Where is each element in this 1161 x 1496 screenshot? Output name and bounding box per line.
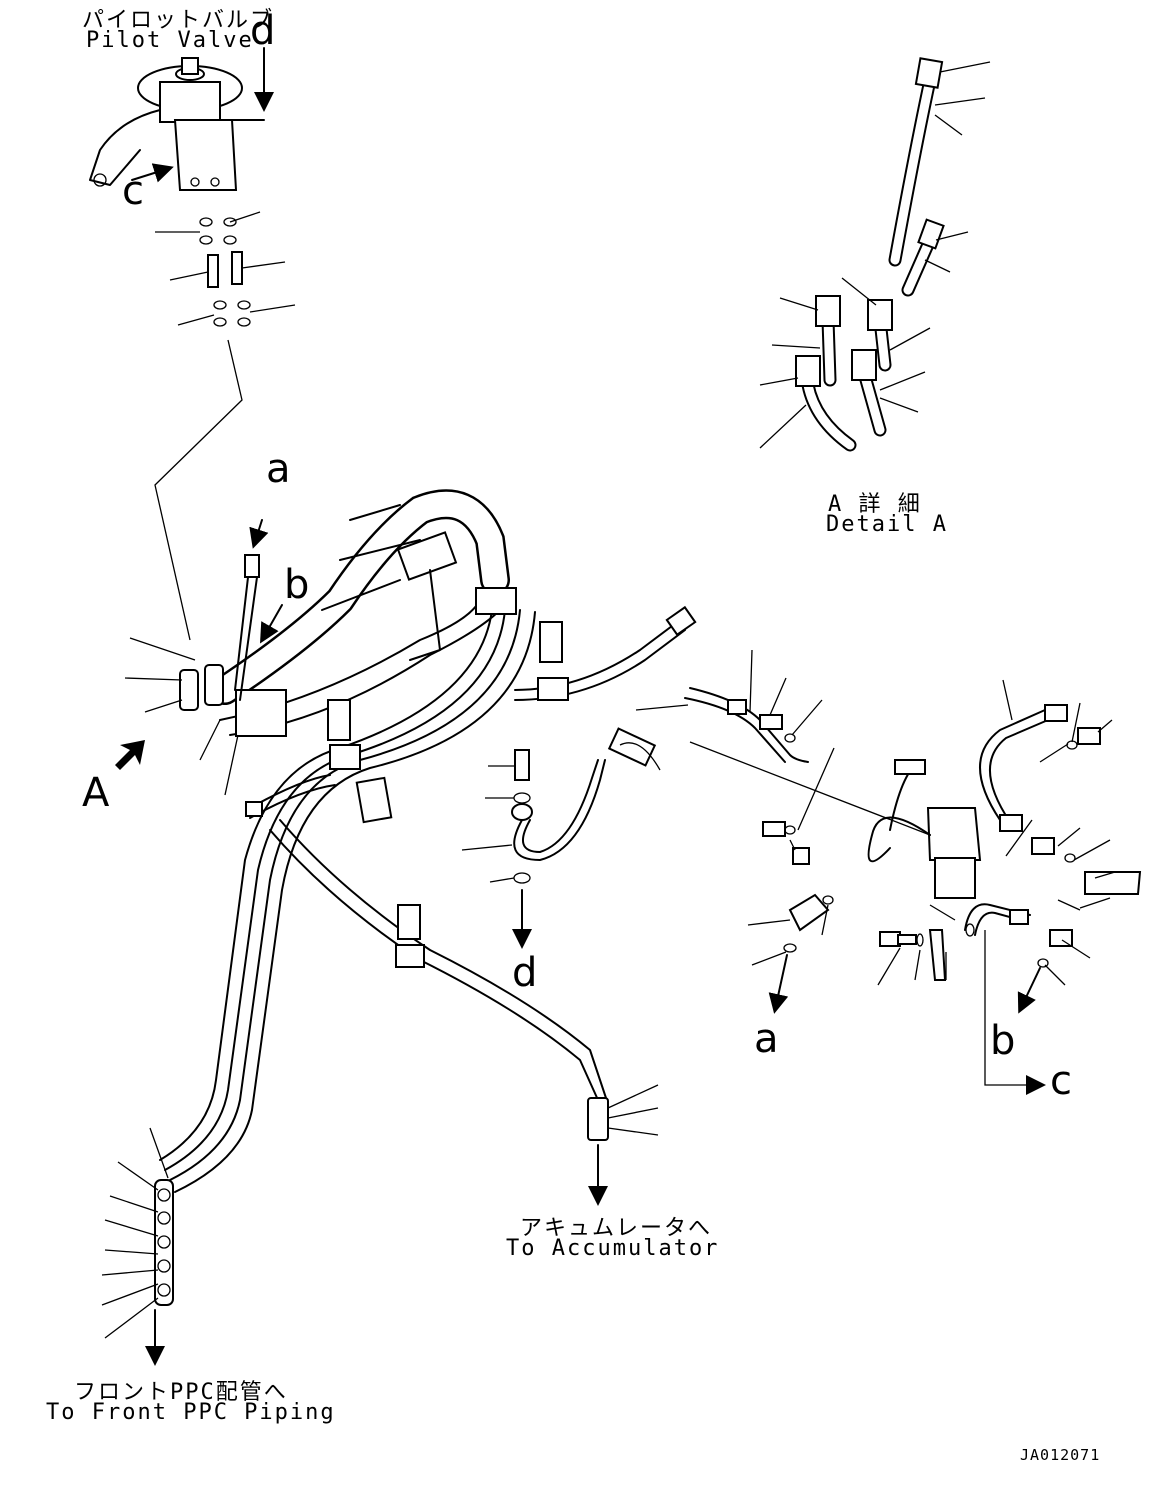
d-connection-parts: [461, 727, 661, 949]
marker-b-bottom: b: [990, 1018, 1016, 1064]
marker-a-bottom: a: [754, 1016, 779, 1062]
marker-d-top: d: [250, 8, 276, 54]
detail-a-title-jp: A 詳 細: [828, 492, 922, 517]
pilot-valve-fittings: [154, 211, 296, 641]
front-ppc-fittings: [101, 1127, 174, 1366]
marker-a-mid: a: [266, 446, 291, 492]
accumulator-title-jp: アキュムレータへ: [520, 1216, 713, 1241]
accumulator-title-en: To Accumulator: [506, 1236, 720, 1261]
pilot-valve-title-jp: パイロットバルブ: [82, 8, 275, 33]
detail-a-title-en: Detail A: [826, 512, 948, 537]
view-a-arrow-icon: [115, 740, 145, 770]
accumulator-fitting: [587, 1084, 659, 1206]
marker-b-mid: b: [284, 562, 310, 608]
front-ppc-title-en: To Front PPC Piping: [46, 1400, 336, 1425]
marker-c-top: c: [122, 168, 144, 214]
main-harness: [159, 489, 697, 1193]
pilot-valve-title-en: Pilot Valve: [86, 28, 254, 53]
pilot-valve: [89, 57, 243, 191]
right-components: [635, 649, 1142, 1095]
drawing-code: JA012071: [1020, 1446, 1101, 1464]
marker-view-a: A: [82, 770, 110, 816]
marker-d-bottom: d: [512, 950, 538, 996]
front-ppc-title-jp: フロントPPC配管へ: [74, 1380, 288, 1405]
marker-c-bottom: c: [1050, 1058, 1072, 1104]
left-fittings: [124, 554, 260, 796]
detail-a-hoses: [759, 57, 991, 452]
